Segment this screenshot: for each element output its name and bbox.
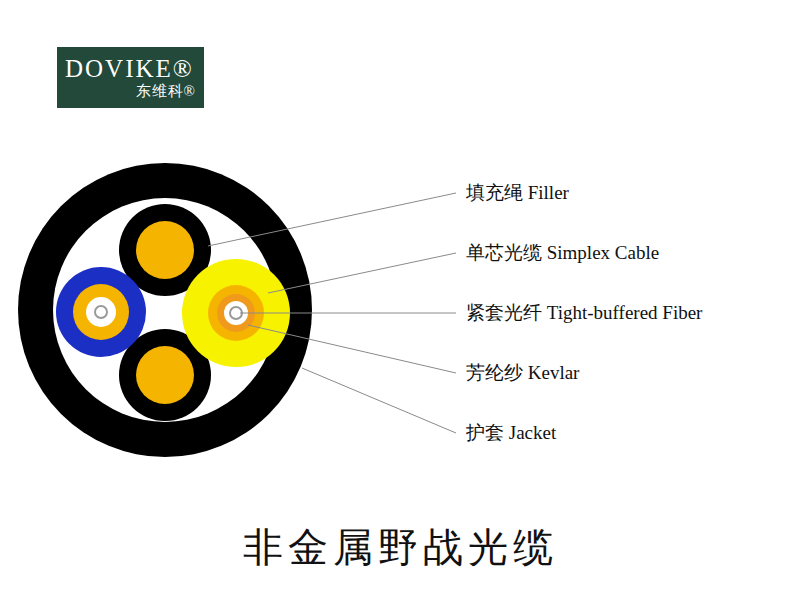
callout-label: 紧套光纤 Tight-buffered Fiber	[466, 302, 702, 325]
brand-name-chinese: 东维科®	[57, 82, 204, 100]
callout-label: 芳纶纱 Kevlar	[466, 362, 579, 385]
brand-name: DOVIKE®	[57, 47, 204, 82]
filler-core	[136, 346, 194, 404]
callout-holder: 填充绳 Filler	[466, 182, 569, 205]
leader-line	[302, 368, 456, 433]
leader-line	[268, 253, 456, 293]
callout-holder: 紧套光纤 Tight-buffered Fiber	[466, 302, 702, 325]
filler-core	[136, 221, 194, 279]
callout-holder: 护套 Jacket	[466, 422, 556, 445]
callout-label: 填充绳 Filler	[466, 182, 569, 205]
callout-label: 护套 Jacket	[466, 422, 556, 445]
kevlar	[73, 284, 129, 340]
caption: 非金属野战光缆	[243, 525, 558, 571]
fiber	[95, 306, 107, 318]
leader-line	[208, 193, 456, 246]
tight-buffer	[86, 297, 116, 327]
simplex-sheath	[56, 267, 146, 357]
jacket	[18, 163, 312, 457]
callout-holder: 单芯光缆 Simplex Cable	[466, 242, 659, 265]
leader-lines	[208, 193, 456, 433]
logo-box: DOVIKE®东维科®	[57, 47, 204, 108]
caption-holder: 非金属野战光缆	[0, 525, 800, 571]
cable-core	[53, 198, 277, 422]
leader-line	[240, 313, 456, 314]
callout-holder: 芳纶纱 Kevlar	[466, 362, 579, 385]
callout-label: 单芯光缆 Simplex Cable	[466, 242, 659, 265]
simplex-cable-left	[56, 267, 146, 357]
leader-line	[248, 325, 456, 373]
